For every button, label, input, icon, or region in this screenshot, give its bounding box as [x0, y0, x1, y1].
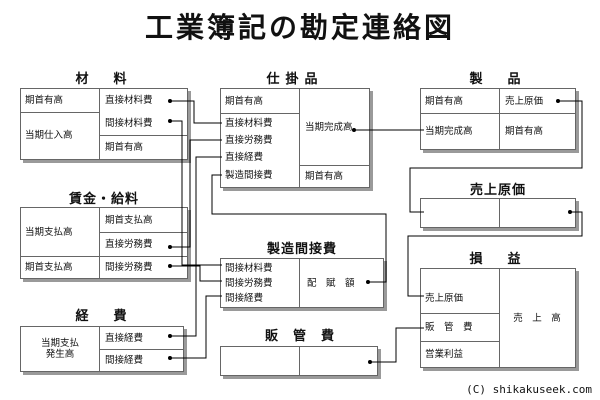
account-title-uriagegenka: 売上原価	[469, 183, 526, 198]
chingin-credit-indirect-labor: 間接労務費	[105, 261, 153, 273]
account-title-seihin: 製 品	[469, 72, 527, 87]
flow-direct-labor	[168, 139, 222, 249]
shikakehin-debit-direct-labor: 直接労務費	[225, 135, 273, 146]
chingin-credit-opening: 期首支払高	[105, 214, 153, 226]
seihin-credit-cogs: 売上原価	[505, 95, 544, 107]
soneki-debit-operating-profit: 営業利益	[425, 348, 464, 360]
shikakehin-debit-opening: 期首有高	[225, 95, 264, 107]
flow-indirect-material	[168, 119, 222, 266]
chingin-credit-direct-labor: 直接労務費	[105, 238, 153, 250]
account-chingin: 当期支払高 期首支払高 期首支払高 直接労務費 間接労務費	[20, 207, 188, 279]
account-title-keihi: 経 費	[75, 309, 133, 324]
chingin-debit-paid: 当期支払高	[25, 226, 73, 238]
flow-sga-to-income	[368, 327, 424, 364]
account-seihin: 期首有高 当期完成高 売上原価 期首有高	[420, 88, 576, 150]
account-title-hankanhi: 販 管 費	[264, 329, 335, 344]
flow-overhead-allocation	[211, 174, 387, 284]
flow-completed-goods	[352, 128, 424, 132]
zairyo-debit-purchases: 当期仕入高	[25, 130, 73, 141]
shikakehin-credit-ending: 期首有高	[305, 170, 344, 182]
flow-indirect-labor	[168, 264, 222, 282]
shikakehin-debit-overhead: 製造間接費	[225, 169, 273, 181]
diagram-title: 工業簿記の勘定連絡図	[144, 11, 455, 44]
account-title-shikakehin: 仕掛品	[266, 72, 324, 87]
flow-cogs-to-income	[407, 210, 583, 297]
account-uriagegenka	[420, 198, 576, 228]
account-title-zairyo: 材 料	[75, 72, 133, 87]
account-seizokansetsu: 間接材料費 間接労務費 間接経費 配 賦 額	[220, 258, 384, 308]
account-title-seizokansetsu: 製造間接費	[266, 242, 337, 257]
soneki-credit-sales: 売 上 高	[513, 312, 561, 324]
account-keihi: 当期支払 発生高 直接経費 間接経費	[20, 326, 184, 372]
flow-indirect-expense	[168, 295, 222, 360]
flow-cogs-transfer	[409, 99, 583, 213]
seizokansetsu-debit-expense: 間接経費	[225, 292, 264, 304]
keihi-debit-paid: 当期支払 発生高	[40, 338, 79, 360]
seihin-debit-opening: 期首有高	[425, 95, 464, 107]
copyright-notice: (C) shikakuseek.com	[466, 383, 592, 396]
account-zairyo: 期首有高 当期仕入高 直接材料費 間接材料費 期首有高	[20, 88, 188, 160]
chingin-debit-opening: 期首支払高	[25, 261, 73, 273]
soneki-debit-sga: 販 管 費	[425, 321, 473, 333]
account-title-soneki: 損 益	[469, 252, 527, 267]
seihin-credit-ending: 期首有高	[505, 125, 544, 137]
zairyo-credit-indirect: 間接材料費	[105, 118, 153, 129]
shikakehin-debit-direct-material: 直接材料費	[225, 118, 273, 129]
account-shikakehin: 期首有高 直接材料費 直接労務費 直接経費 製造間接費 当期完成高 期首有高	[220, 88, 370, 188]
flow-direct-expense	[168, 156, 222, 338]
account-soneki: 売上原価 販 管 費 営業利益 売 上 高	[420, 268, 576, 368]
shikakehin-credit-completed: 当期完成高	[305, 121, 353, 133]
shikakehin-debit-direct-expense: 直接経費	[225, 152, 264, 163]
seizokansetsu-credit-allocation: 配 賦 額	[307, 277, 355, 289]
seizokansetsu-debit-material: 間接材料費	[225, 262, 273, 274]
seihin-debit-completed: 当期完成高	[425, 125, 473, 137]
account-hankanhi	[220, 346, 378, 376]
zairyo-credit-direct: 直接材料費	[105, 95, 153, 106]
keihi-credit-indirect: 間接経費	[105, 354, 144, 366]
keihi-credit-direct: 直接経費	[105, 332, 144, 344]
seizokansetsu-debit-labor: 間接労務費	[225, 277, 273, 289]
soneki-debit-cogs: 売上原価	[425, 292, 464, 304]
zairyo-debit-opening: 期首有高	[25, 95, 64, 106]
account-title-chingin: 賃金・給料	[68, 192, 139, 207]
zairyo-credit-ending: 期首有高	[105, 141, 144, 153]
flow-direct-material	[168, 99, 222, 124]
